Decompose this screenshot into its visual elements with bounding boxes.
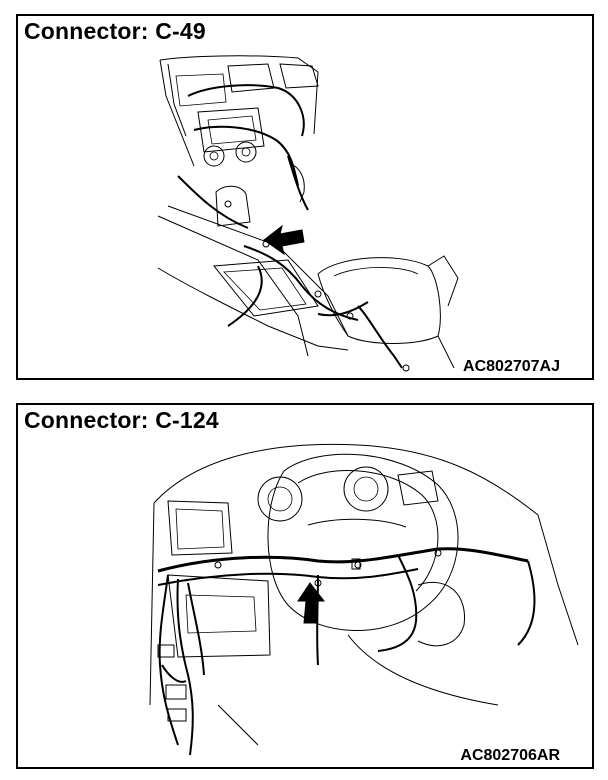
figure-code: AC802707AJ	[461, 358, 562, 376]
panel-title: Connector: C-124	[24, 407, 219, 433]
figure-code: AC802706AR	[458, 747, 562, 765]
dashboard-illustration	[149, 443, 579, 756]
panel-title: Connector: C-49	[24, 18, 206, 44]
diagram-panel-c49: Connector: C-49	[16, 14, 594, 380]
diagram-panel-c124: Connector: C-124	[16, 403, 594, 769]
location-arrow	[297, 582, 326, 624]
location-arrow	[263, 224, 305, 256]
center-console-illustration	[157, 55, 459, 372]
